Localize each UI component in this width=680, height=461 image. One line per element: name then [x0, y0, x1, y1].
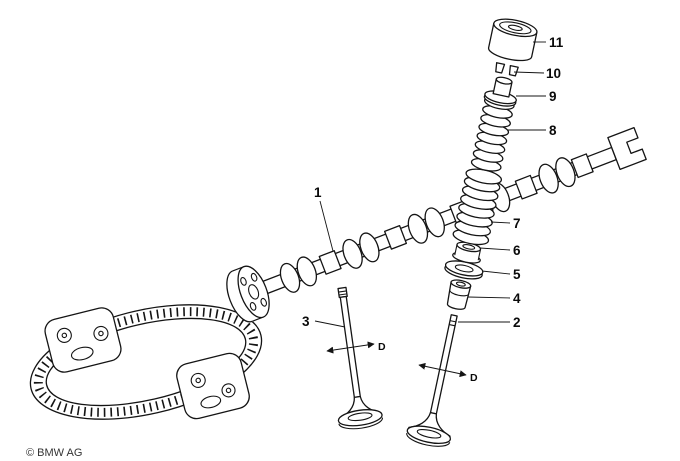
copyright-text: © BMW AG [26, 447, 82, 459]
valve-cotters-drawing [495, 62, 519, 77]
stem-diameter-dimensions: D D [326, 341, 478, 384]
belt-plate-upper [44, 307, 122, 373]
callout-7: 7 [513, 216, 521, 231]
callout-2: 2 [513, 315, 521, 330]
camshaft-drawing [226, 126, 647, 323]
callout-1: 1 [314, 185, 322, 200]
tappet-cap-drawing [487, 18, 538, 62]
valve-spring-inner-drawing [470, 96, 515, 172]
callout-11: 11 [549, 35, 564, 50]
spring-retainer-drawing [483, 76, 517, 107]
dimension-label-left: D [378, 341, 386, 353]
callout-5: 5 [513, 267, 521, 282]
callout-leaders [314, 41, 546, 328]
camshaft-journals [318, 153, 594, 275]
camshaft-front-flange [226, 265, 270, 323]
valve-3-drawing [337, 286, 383, 430]
belt-plate-lower [176, 352, 250, 420]
callout-3: 3 [302, 314, 310, 329]
callout-4: 4 [513, 291, 521, 306]
spring-seat-drawing [444, 260, 484, 280]
callout-9: 9 [549, 89, 557, 104]
callout-6: 6 [513, 243, 521, 258]
callout-labels: 1 3 2 4 5 6 7 8 9 10 11 [302, 35, 564, 330]
callout-10: 10 [546, 66, 561, 81]
dimension-arrow-right [418, 362, 467, 378]
valve-guide-drawing [446, 279, 472, 310]
camshaft-lobes [279, 157, 576, 293]
valve-2-drawing [406, 314, 458, 447]
callout-8: 8 [549, 123, 557, 138]
camshaft-end-flange [607, 126, 647, 171]
valve-spring-outer-drawing [452, 168, 503, 246]
dimension-arrow-left [326, 341, 375, 354]
dimension-label-right: D [470, 372, 478, 384]
